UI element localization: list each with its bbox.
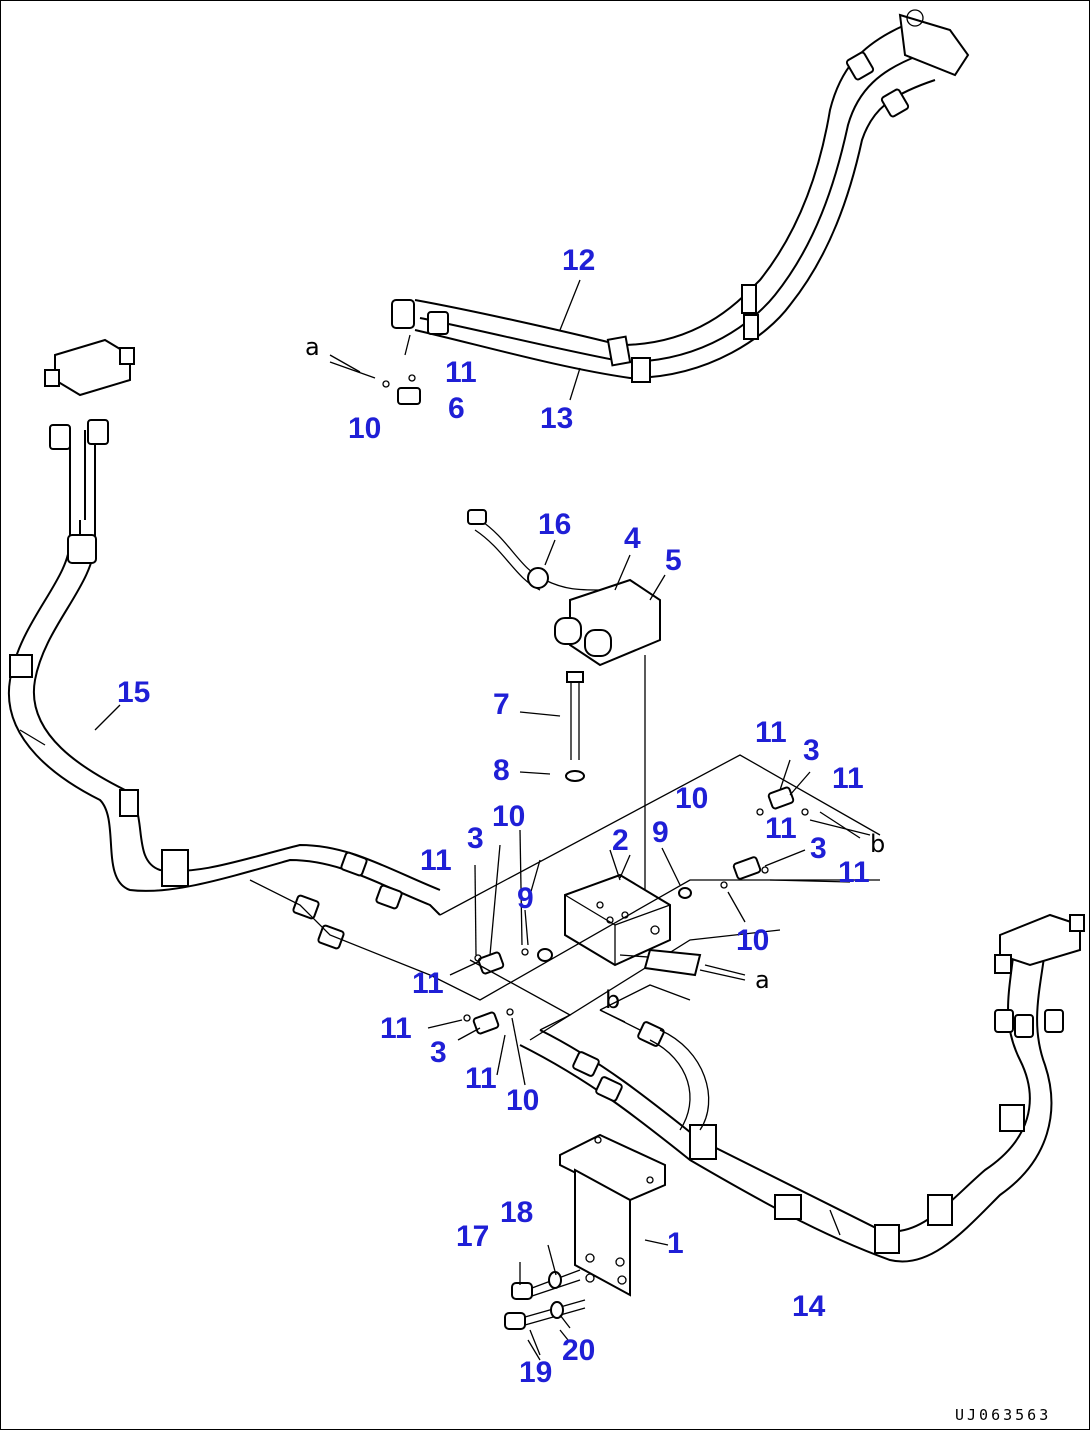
callout-11: 11 <box>412 967 444 1000</box>
ref-b-right: b <box>870 830 885 858</box>
bolt-7-washer-8 <box>519 671 585 782</box>
reference-letters: a a b b <box>305 333 885 1014</box>
callout-11: 11 <box>420 844 452 877</box>
reference-lines <box>329 361 881 1041</box>
ref-b-mid: b <box>605 986 620 1014</box>
hose-upper-12-13 <box>391 9 970 383</box>
callout-11: 11 <box>465 1062 497 1095</box>
callout-19: 19 <box>519 1356 552 1389</box>
callout-9: 9 <box>517 882 534 915</box>
callout-11: 11 <box>838 856 870 889</box>
callout-14: 14 <box>792 1290 826 1323</box>
callout-1: 1 <box>667 1227 684 1260</box>
callout-10: 10 <box>492 800 525 833</box>
callout-7: 7 <box>493 688 510 721</box>
callout-12: 12 <box>562 244 595 277</box>
callout-10: 10 <box>736 924 769 957</box>
ref-a-right: a <box>755 966 770 994</box>
fittings-3 <box>397 387 795 1035</box>
callout-3: 3 <box>810 832 827 865</box>
callout-6: 6 <box>448 392 465 425</box>
callout-11: 11 <box>380 1012 412 1045</box>
drawing-code: UJ063563 <box>955 1406 1051 1424</box>
callout-17: 17 <box>456 1220 489 1253</box>
callout-5: 5 <box>665 544 682 577</box>
callout-11: 11 <box>445 356 477 389</box>
ref-arrows <box>329 354 861 1023</box>
callout-11: 11 <box>755 716 787 749</box>
hose-left-15 <box>7 338 441 976</box>
leader-lines <box>94 279 841 1356</box>
bracket-1 <box>559 1133 666 1297</box>
callout-11: 11 <box>765 812 797 845</box>
callout-4: 4 <box>624 522 641 555</box>
callout-11: 11 <box>832 762 864 795</box>
manifold-block-2 <box>529 849 692 967</box>
callout-3: 3 <box>467 822 484 855</box>
callout-10: 10 <box>348 412 381 445</box>
o-rings-10-11 <box>382 374 809 1022</box>
callout-9: 9 <box>652 816 669 849</box>
callouts: 12 11 6 10 13 16 4 5 15 7 8 11 3 11 10 1… <box>117 244 870 1389</box>
callout-15: 15 <box>117 676 150 709</box>
callout-13: 13 <box>540 402 573 435</box>
callout-3: 3 <box>430 1036 447 1069</box>
callout-8: 8 <box>493 754 510 787</box>
callout-3: 3 <box>803 734 820 767</box>
hose-right-14 <box>519 913 1085 1263</box>
callout-10: 10 <box>506 1084 539 1117</box>
callout-16: 16 <box>538 508 571 541</box>
callout-2: 2 <box>612 824 629 857</box>
callout-10: 10 <box>675 782 708 815</box>
callout-20: 20 <box>562 1334 595 1367</box>
callout-18: 18 <box>500 1196 533 1229</box>
solenoid-valve-4-5 <box>467 509 661 905</box>
hardware-17-20 <box>504 1239 669 1361</box>
ref-a-top: a <box>305 333 320 361</box>
